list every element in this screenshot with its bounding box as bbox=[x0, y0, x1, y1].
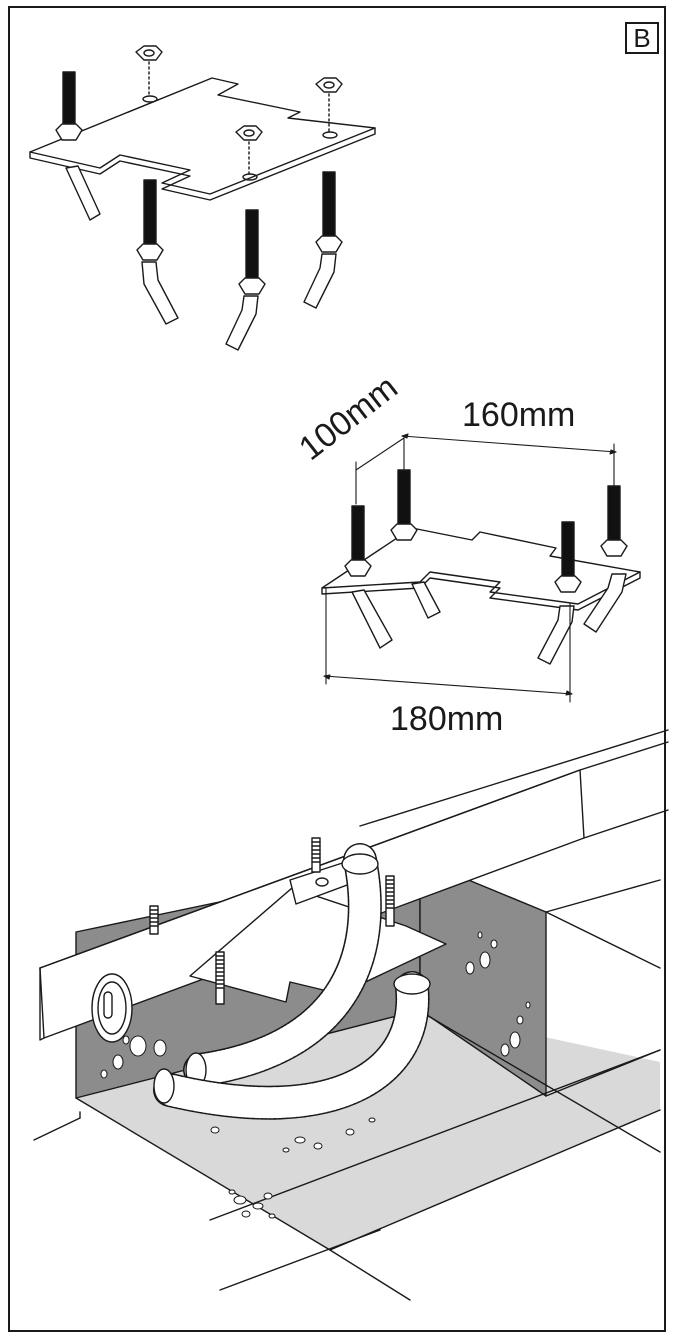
level-vial-icon bbox=[91, 973, 133, 1043]
anchor-bolt bbox=[215, 951, 225, 1005]
anchor-bolt bbox=[136, 179, 179, 325]
anchor-bolt bbox=[390, 469, 441, 619]
nut-icon bbox=[135, 45, 163, 97]
anchor-bolt bbox=[537, 521, 582, 665]
anchor-bolt bbox=[303, 171, 343, 309]
anchor-bolt bbox=[385, 875, 395, 927]
dimension-top-width-label: 160mm bbox=[462, 396, 576, 434]
nut-icon bbox=[315, 77, 343, 133]
dimension-bottom-width-label: 180mm bbox=[390, 700, 504, 738]
assembled-anchor-plate bbox=[321, 433, 641, 703]
concrete-texture bbox=[100, 931, 531, 1219]
dimension-lines bbox=[323, 433, 617, 703]
anchor-bolt bbox=[311, 837, 321, 873]
anchor-bolt bbox=[149, 905, 159, 935]
anchor-bolt bbox=[225, 209, 266, 351]
anchor-bolt bbox=[583, 485, 628, 633]
anchor-bolt bbox=[55, 71, 101, 221]
nut-icon bbox=[235, 125, 263, 175]
figure-frame bbox=[8, 6, 666, 1332]
conduit-pipe bbox=[153, 971, 431, 1120]
panel-label-box: B bbox=[625, 22, 659, 54]
pit-installation-scene bbox=[33, 729, 669, 1301]
conduit-pipe bbox=[183, 843, 382, 1088]
anchor-bolt bbox=[344, 505, 393, 649]
exploded-anchor-plate bbox=[29, 45, 376, 351]
